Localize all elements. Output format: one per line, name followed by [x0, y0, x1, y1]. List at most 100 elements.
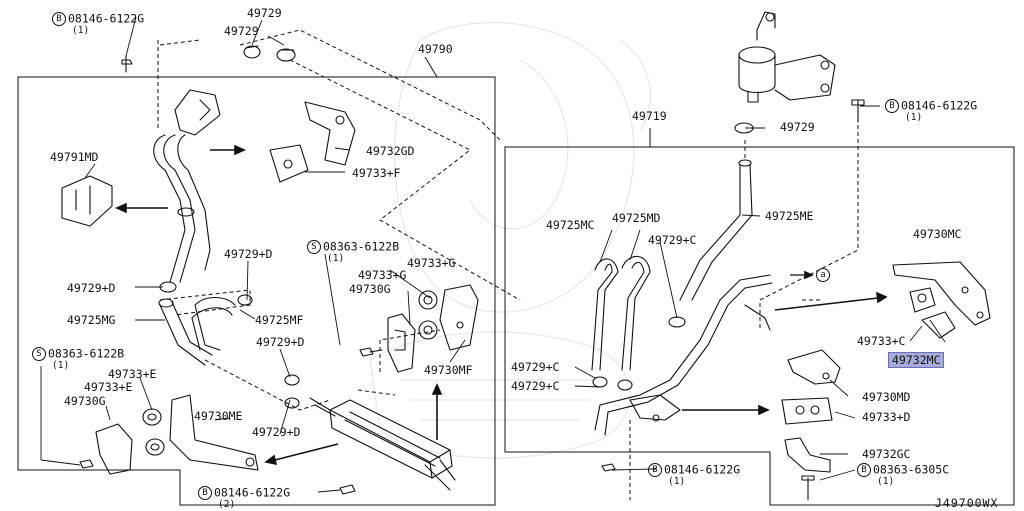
bolt-top-left — [121, 55, 133, 73]
bolt-center-left — [359, 347, 383, 357]
grommet-49733F — [269, 144, 309, 183]
part-label-49733G-b: 49733+G — [358, 268, 407, 282]
steering-tube-bundle — [153, 89, 221, 283]
part-label-49790: 49790 — [418, 42, 453, 56]
bolt-bottom-left — [339, 484, 356, 495]
oil-cooler-49790 — [309, 397, 456, 491]
bolt-bottom-right — [601, 463, 815, 501]
part-drawings — [61, 11, 991, 501]
part-label-49725ME: 49725ME — [765, 209, 814, 223]
part-label-49729-a: 49729 — [247, 6, 282, 20]
highlighted-part-number[interactable]: 49732MC — [888, 352, 945, 368]
bolt-qty: (1) — [668, 476, 686, 487]
bolt-right-top — [851, 99, 865, 123]
part-label-49729D-a: 49729+D — [224, 247, 273, 261]
leader-dashed-lines-left — [157, 29, 521, 411]
direction-arrows — [115, 144, 888, 466]
part-label-49729C-a: 49729+C — [648, 233, 697, 247]
part-label-49729D-d: 49729+D — [252, 425, 301, 439]
bolt-code: 08146-6122G — [664, 462, 741, 477]
bolt-qty: (1) — [877, 476, 895, 487]
hose-clamp-49729-top — [243, 45, 296, 62]
part-label-49732MC: 49732MC — [888, 352, 945, 368]
clip-49732GC — [784, 437, 831, 473]
part-label-49729-b: 49729 — [224, 24, 259, 38]
bolt-code: 08363-6305C — [873, 462, 950, 477]
connector-mark: a — [816, 268, 830, 282]
part-label-49733C: 49733+C — [857, 334, 906, 348]
part-label-49725MG: 49725MG — [67, 313, 116, 327]
part-label-49725MF: 49725MF — [255, 313, 304, 327]
bolt-type-mark: B — [648, 463, 662, 477]
hose-49725MD — [621, 255, 651, 371]
hose-49725MC — [591, 258, 619, 371]
part-label-49730ME: 49730ME — [194, 409, 243, 423]
part-label-49730G-a: 49730G — [349, 282, 391, 296]
hose-49725ME — [679, 159, 753, 301]
bracket-49730MF — [439, 284, 479, 351]
watermark-emblem — [369, 21, 651, 459]
bolt-type-mark: S — [307, 240, 321, 254]
part-label-49729C-c: 49729+C — [511, 379, 560, 393]
part-label-49729C-b: 49729+C — [511, 360, 560, 374]
clip-49729C — [592, 316, 686, 391]
left-assembly-frame — [17, 56, 496, 506]
part-label-49733E-a: 49733+E — [108, 367, 157, 381]
part-label-49732GD: 49732GD — [366, 144, 415, 158]
part-label-49729D-b: 49729+D — [67, 281, 116, 295]
power-steering-reservoir — [738, 11, 836, 103]
clip-49729D — [159, 281, 300, 409]
bolt-code: 08363-6122B — [48, 346, 125, 361]
part-label-49730MF: 49730MF — [424, 363, 473, 377]
bracket-49791MD — [61, 175, 113, 227]
right-assembly-frame — [504, 128, 1015, 506]
bolt-type-mark: B — [52, 12, 66, 26]
part-label-49725MC: 49725MC — [546, 218, 595, 232]
part-label-49729D-c: 49729+D — [256, 335, 305, 349]
diagram-code: J49700WX — [935, 496, 999, 510]
bolt-qty: (1) — [52, 360, 70, 371]
bolt-type-mark: B — [885, 99, 899, 113]
hose-49725MF — [191, 296, 236, 351]
bracket-49730MC — [892, 261, 991, 326]
part-label-49733E-b: 49733+E — [84, 380, 133, 394]
hose-clamp-49729-right — [734, 122, 754, 134]
clip-49732MC — [921, 311, 956, 339]
bolt-code: 08146-6122G — [214, 485, 291, 500]
bolt-qty: (1) — [905, 112, 923, 123]
bolt-qty: (1) — [72, 25, 90, 36]
part-label-49730MD: 49730MD — [862, 390, 911, 404]
part-label-49733D: 49733+D — [862, 410, 911, 424]
part-label-49791MD: 49791MD — [50, 150, 99, 164]
bushing-49733G — [418, 290, 438, 340]
grommet-49733C — [909, 287, 936, 313]
part-label-49732GC: 49732GC — [862, 447, 911, 461]
connector-mark-a: a — [816, 268, 832, 282]
clamp-49730G-left — [79, 408, 165, 475]
bolt-type-mark: B — [857, 463, 871, 477]
part-label-49733F: 49733+F — [352, 166, 401, 180]
part-label-49719: 49719 — [632, 109, 667, 123]
bracket-49730MD — [787, 349, 841, 385]
pressure-pipe-assembly — [594, 274, 773, 436]
part-label-49730G-b: 49730G — [64, 394, 106, 408]
part-label-49729-right: 49729 — [780, 120, 815, 134]
part-label-49733G-a: 49733+G — [407, 256, 456, 270]
part-label-49730MC: 49730MC — [913, 227, 962, 241]
bracket-49730ME — [169, 394, 259, 471]
bolt-qty: (1) — [327, 253, 345, 264]
bolt-code: 08363-6122B — [323, 239, 400, 254]
grommet-49733D — [781, 397, 833, 425]
bolt-code: 08146-6122G — [68, 11, 145, 26]
hose-49725MG — [158, 298, 213, 366]
bolt-qty: (2) — [218, 499, 236, 510]
bracket-49732GD — [304, 101, 356, 166]
bolt-type-mark: B — [198, 486, 212, 500]
